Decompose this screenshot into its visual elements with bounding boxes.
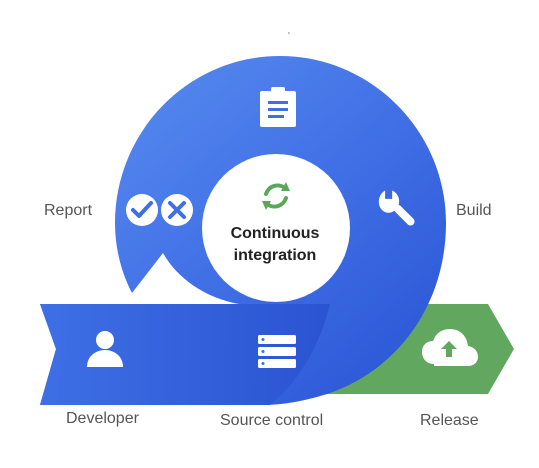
report-label: Report [44,202,93,219]
center-title-line-1: Continuous [230,225,320,242]
developer-label: Developer [66,410,139,427]
source-control-label: Source control [220,412,324,429]
wrench-icon [378,190,415,226]
top-tick-mark: ' [288,31,290,42]
continuous-integration-title: Continuous integration [204,223,346,267]
center-title-line-2: integration [233,247,317,264]
clipboard-icon [260,87,296,127]
release-label: Release [420,412,479,429]
server-list-icon [258,335,296,368]
center-circle [202,154,350,302]
build-label: Build [456,202,492,219]
developer-band [40,304,330,405]
cloud-upload-icon [422,329,478,366]
refresh-icon [262,182,290,210]
user-icon [87,331,123,367]
check-icon [126,194,158,226]
close-icon [161,194,193,226]
